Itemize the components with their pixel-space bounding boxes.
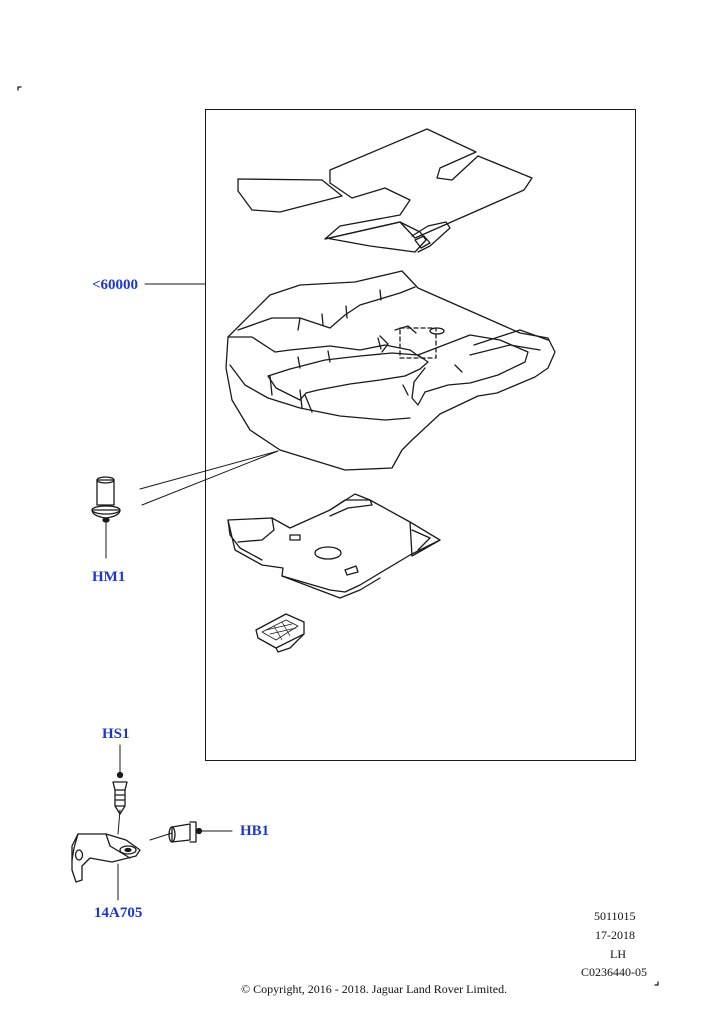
callout-bracket-14a705[interactable]: 14A705: [94, 905, 143, 921]
hs1-screw: [113, 771, 127, 815]
callout-hs1[interactable]: HS1: [102, 726, 130, 742]
seat-pan-tray: [228, 494, 440, 598]
leader-lines: [106, 284, 278, 900]
assembly-group-frame: [205, 109, 636, 761]
hb1-bolt: [169, 822, 203, 842]
callout-seat-cushion-assembly[interactable]: <60000: [92, 277, 139, 293]
callout-hm1[interactable]: HM1: [92, 569, 126, 585]
model-year-range: 17-2018: [595, 928, 635, 942]
crop-mark-top-left: [18, 87, 21, 90]
heater-mat-pads: [238, 129, 532, 252]
seat-cushion-foam: [226, 271, 555, 470]
catalogue-reference: C0236440-05: [581, 965, 647, 979]
callout-hb1[interactable]: HB1: [240, 823, 270, 839]
copyright-notice: © Copyright, 2016 - 2018. Jaguar Land Ro…: [241, 982, 508, 996]
hm1-stud-fastener: [92, 477, 120, 522]
seat-module-clip: [256, 614, 304, 652]
side-indicator: LH: [610, 947, 626, 961]
illustration-number: 5011015: [594, 909, 636, 923]
crop-mark-bottom-right: [655, 982, 658, 985]
bracket-14a705: [72, 834, 140, 882]
